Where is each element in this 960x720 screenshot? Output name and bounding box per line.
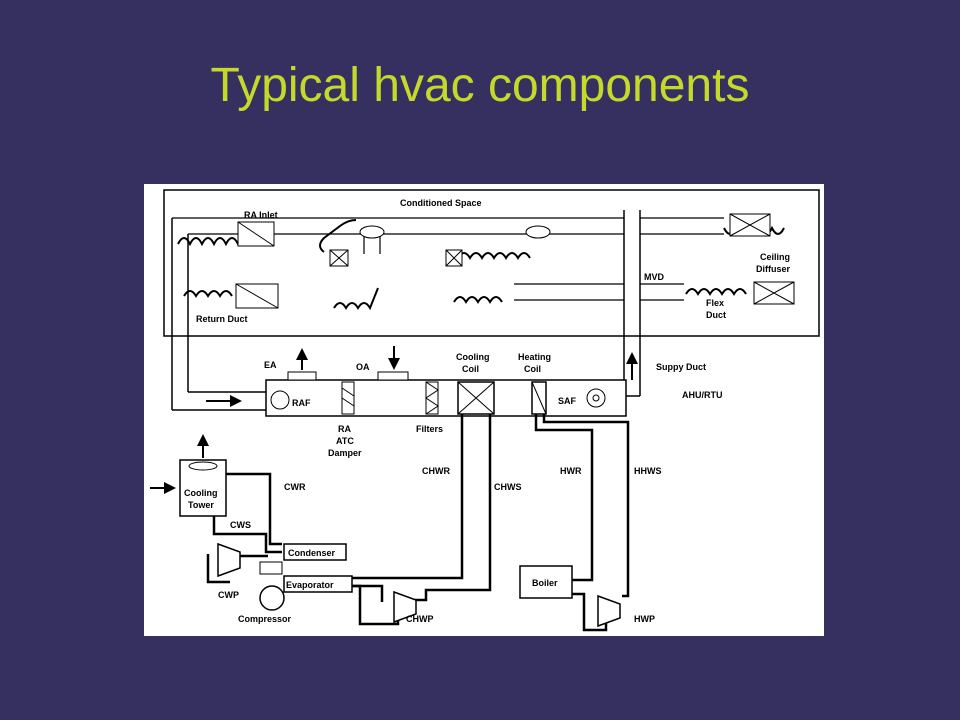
cooling-tower-label-2: Tower: [188, 500, 214, 510]
chws-pipe: [352, 414, 492, 602]
flex-duct-4: [457, 252, 531, 260]
hvac-diagram: Conditioned Space: [144, 184, 824, 636]
flex-duct-label-2: Duct: [706, 310, 726, 320]
evaporator: [283, 575, 353, 593]
cooling-coil-label-2: Coil: [462, 364, 479, 374]
hvac-diagram-svg: Conditioned Space: [150, 189, 820, 632]
takeoff-2: [525, 225, 551, 239]
cws-label: CWS: [230, 520, 251, 530]
chwr-label: CHWR: [422, 466, 450, 476]
hhws-label: HHWS: [634, 466, 662, 476]
lower-supply-branch: [514, 283, 624, 301]
saf-label: SAF: [558, 396, 577, 406]
cwr-pipe: [226, 472, 282, 546]
flex-duct-2: [319, 219, 357, 253]
ra-atc-damper-label-1: RA: [338, 424, 351, 434]
cwr-label: CWR: [284, 482, 306, 492]
supply-duct-label: Suppy Duct: [656, 362, 706, 372]
chwp-pipe-bottom: [352, 584, 400, 626]
cooling-tower: [179, 459, 227, 517]
cwp-pump-icon: [217, 542, 241, 578]
ceiling-diffuser-label-2: Diffuser: [756, 264, 791, 274]
chiller-connector: [259, 561, 283, 575]
chwp-pump-icon: [393, 590, 417, 624]
raf-label: RAF: [292, 398, 311, 408]
evaporator-label: Evaporator: [286, 580, 334, 590]
oa-damper: [377, 371, 409, 381]
chwp-label: CHWP: [406, 614, 434, 624]
condenser: [283, 543, 347, 561]
supply-duct-riser: [623, 210, 641, 396]
saf-fan-icon: [586, 388, 606, 408]
return-duct-label: Return Duct: [196, 314, 248, 324]
condenser-label: Condenser: [288, 548, 336, 558]
flex-duct-label-1: Flex: [706, 298, 724, 308]
conditioned-space-box: [163, 189, 820, 337]
hwr-label: HWR: [560, 466, 582, 476]
filters-label: Filters: [416, 424, 443, 434]
cwp-label: CWP: [218, 590, 239, 600]
hwr-pipe: [534, 414, 594, 582]
filters: [425, 381, 439, 415]
flex-duct-5: [453, 296, 503, 304]
compressor-icon: [259, 585, 285, 611]
return-connection: [172, 391, 266, 411]
raf-fan-icon: [270, 390, 290, 410]
ra-atc-damper-label-2: ATC: [336, 436, 354, 446]
cooling-tower-label-1: Cooling: [184, 488, 218, 498]
cws-pipe: [212, 516, 282, 554]
flex-duct-6: [685, 288, 747, 296]
hwp-pump-icon: [597, 594, 621, 628]
chws-label: CHWS: [494, 482, 522, 492]
flex-duct-3: [333, 287, 379, 311]
ahu-rtu-label: AHU/RTU: [682, 390, 723, 400]
heating-coil-label-2: Coil: [524, 364, 541, 374]
cwp-pipe: [206, 554, 268, 584]
boiler-label: Boiler: [532, 578, 558, 588]
hhws-pipe: [542, 414, 630, 632]
compressor-label: Compressor: [238, 614, 292, 624]
hwp-label: HWP: [634, 614, 655, 624]
ceiling-diffuser-label-1: Ceiling: [760, 252, 790, 262]
return-duct-riser: [171, 218, 189, 410]
ea-damper: [287, 371, 317, 381]
flex-duct-return: [183, 290, 233, 298]
ahu-box: [265, 379, 627, 417]
ra-atc-damper: [341, 381, 355, 415]
oa-label: OA: [356, 362, 370, 372]
boiler: [519, 565, 573, 599]
ra-atc-damper-label-3: Damper: [328, 448, 362, 458]
cooling-coil-label-1: Cooling: [456, 352, 490, 362]
slide-title: Typical hvac components: [210, 59, 750, 112]
heating-coil-label-1: Heating: [518, 352, 551, 362]
chwr-pipe: [352, 414, 464, 580]
ea-label: EA: [264, 360, 277, 370]
takeoff-1: [359, 225, 385, 239]
upper-supply-branch: [640, 217, 724, 235]
ra-inlet-label: RA Inlet: [244, 210, 278, 220]
conditioned-space-label: Conditioned Space: [400, 198, 482, 208]
mvd-label: MVD: [644, 272, 665, 282]
dropper-1: [363, 234, 381, 254]
lower-supply-branch-right: [640, 283, 684, 301]
